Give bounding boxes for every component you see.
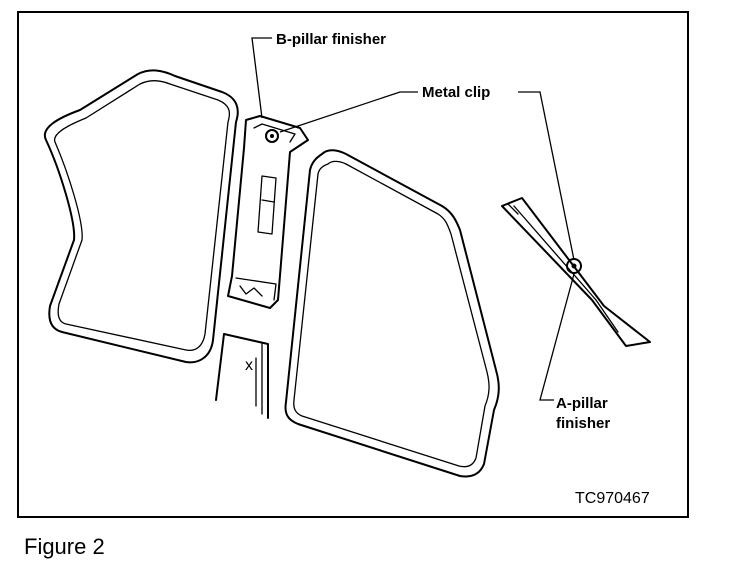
a-pillar-finisher bbox=[501, 197, 651, 347]
leader-lines bbox=[251, 37, 575, 401]
b-pillar-metal-clip bbox=[265, 129, 279, 143]
small-mark: x bbox=[245, 357, 253, 374]
b-pillar-finisher bbox=[227, 115, 309, 309]
figure-frame bbox=[17, 11, 689, 518]
a-pillar-finisher-label-line2: finisher bbox=[556, 415, 610, 432]
lower-pillar-piece bbox=[215, 333, 269, 419]
b-pillar-finisher-label: B-pillar finisher bbox=[276, 31, 386, 48]
drawing-code: TC970467 bbox=[575, 490, 650, 507]
metal-clip-label: Metal clip bbox=[422, 84, 490, 101]
a-pillar-metal-clip bbox=[566, 258, 582, 274]
a-pillar-finisher-label-line1: A-pillar bbox=[556, 395, 608, 412]
figure-caption: Figure 2 bbox=[24, 534, 105, 559]
left-window-outline bbox=[43, 69, 239, 364]
right-window-outline bbox=[284, 149, 500, 478]
